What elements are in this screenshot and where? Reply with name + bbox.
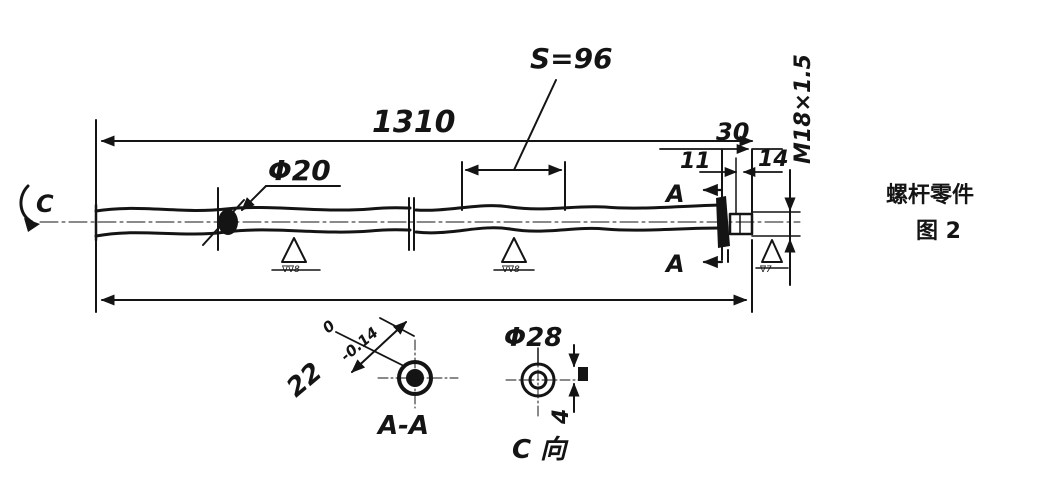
view-c-arrow: C: [19, 184, 54, 232]
c-arrow-label: C: [36, 190, 54, 218]
surface-finish-right-icon: [761, 239, 783, 263]
dim-1310-text: 1310: [372, 105, 456, 140]
dim-pitch: S=96: [461, 42, 613, 211]
view-c-key-mark: [578, 367, 588, 381]
caption-figure: 图 2: [916, 219, 961, 244]
journal-slash: [202, 199, 245, 246]
dim-14-text: 14: [758, 147, 789, 172]
section-aa-dim-line: [350, 321, 408, 373]
phi20-text: Φ20: [268, 154, 331, 187]
pitch-text: S=96: [530, 42, 613, 75]
dim-overall-length: 1310: [95, 105, 754, 206]
phi20-leader: [241, 185, 267, 211]
surface-finish-middle-text: ∇∇8: [501, 265, 520, 275]
c-arrow-curve: [19, 184, 34, 224]
section-aa-tol-upper: 0: [319, 317, 339, 337]
caption-title: 螺杆零件: [886, 183, 974, 208]
figure-caption: 螺杆零件 图 2: [886, 183, 974, 244]
section-aa-dim-base: 22: [281, 357, 328, 403]
shaft: [39, 149, 801, 261]
surface-finish-left-icon: [281, 237, 307, 263]
surface-finish-left: ∇∇8: [271, 237, 321, 275]
section-a-marks: A A: [664, 180, 729, 278]
section-aa-label: A-A: [376, 411, 429, 441]
section-a-top: A: [664, 180, 685, 208]
surface-finish-right-text: ∇7: [759, 265, 772, 275]
section-aa-outer: [397, 360, 433, 396]
thread-text: M18×1.5: [791, 54, 816, 164]
view-c-diameter: Φ28: [504, 323, 562, 353]
dim-bottom-overall: [95, 239, 753, 313]
dim-right-end: 30 11 14 M18×1.5: [659, 54, 816, 286]
journal-blob: [218, 209, 238, 235]
dim-diameter-20: Φ20: [241, 154, 341, 211]
c-arrow-head: [24, 218, 40, 232]
pitch-leader: [513, 79, 557, 171]
surface-finish-middle-icon: [501, 237, 527, 263]
dim-11-text: 11: [680, 149, 711, 174]
section-a-bottom: A: [664, 250, 685, 278]
section-aa-tol-lower: -0.14: [337, 323, 382, 365]
view-c-dim4-text: 4: [549, 409, 574, 425]
shaft-bottom-edge: [94, 226, 722, 238]
view-c: Φ28 4 C 向: [504, 323, 588, 465]
surface-finish-right: ∇7: [755, 239, 789, 275]
view-c-label: C 向: [512, 435, 569, 465]
section-a-a: 22 0 -0.14 A-A: [281, 317, 459, 441]
thread-end: [728, 212, 754, 236]
section-aa-ext-2: [379, 317, 415, 337]
section-aa-core: [406, 369, 424, 387]
surface-finish-middle: ∇∇8: [493, 237, 535, 275]
surface-finish-left-text: ∇∇8: [281, 265, 300, 275]
dim-30-text: 30: [716, 118, 749, 146]
view-c-inner: [528, 370, 548, 390]
